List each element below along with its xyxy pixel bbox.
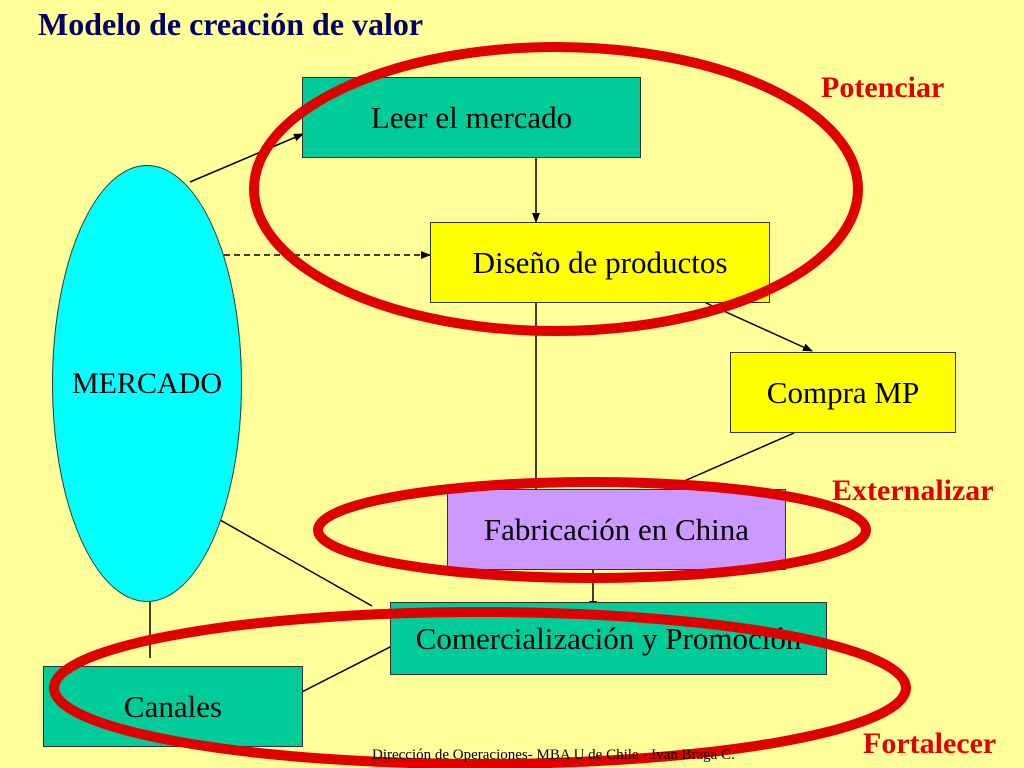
arrow-comercializacion-to-mercado — [205, 511, 373, 607]
mercado-label: MERCADO — [71, 366, 222, 400]
footer-credit: Dirección de Operaciones- MBA U de Chile… — [372, 747, 735, 763]
page-title: Modelo de creación de valor — [38, 6, 424, 42]
arrow-compra-to-fabricacion — [665, 432, 795, 490]
arrow-comercializacion-to-canales — [289, 645, 393, 699]
node-fabricacion-china: Fabricación en China — [447, 489, 786, 570]
ring-potenciar — [249, 42, 863, 336]
mercado-ellipse: MERCADO — [52, 165, 242, 602]
ring-externalizar — [313, 477, 871, 583]
ring-fortalecer — [49, 607, 911, 768]
node-diseno-productos: Diseño de productos — [430, 222, 770, 303]
node-leer-mercado: Leer el mercado — [302, 77, 641, 158]
label-externalizar: Externalizar — [832, 474, 994, 507]
label-potenciar: Potenciar — [821, 71, 945, 104]
label-fortalecer: Fortalecer — [863, 727, 997, 760]
arrow-mercado-to-leer — [189, 133, 304, 183]
node-compra-mp: Compra MP — [730, 352, 956, 433]
node-canales: Canales — [43, 666, 303, 747]
